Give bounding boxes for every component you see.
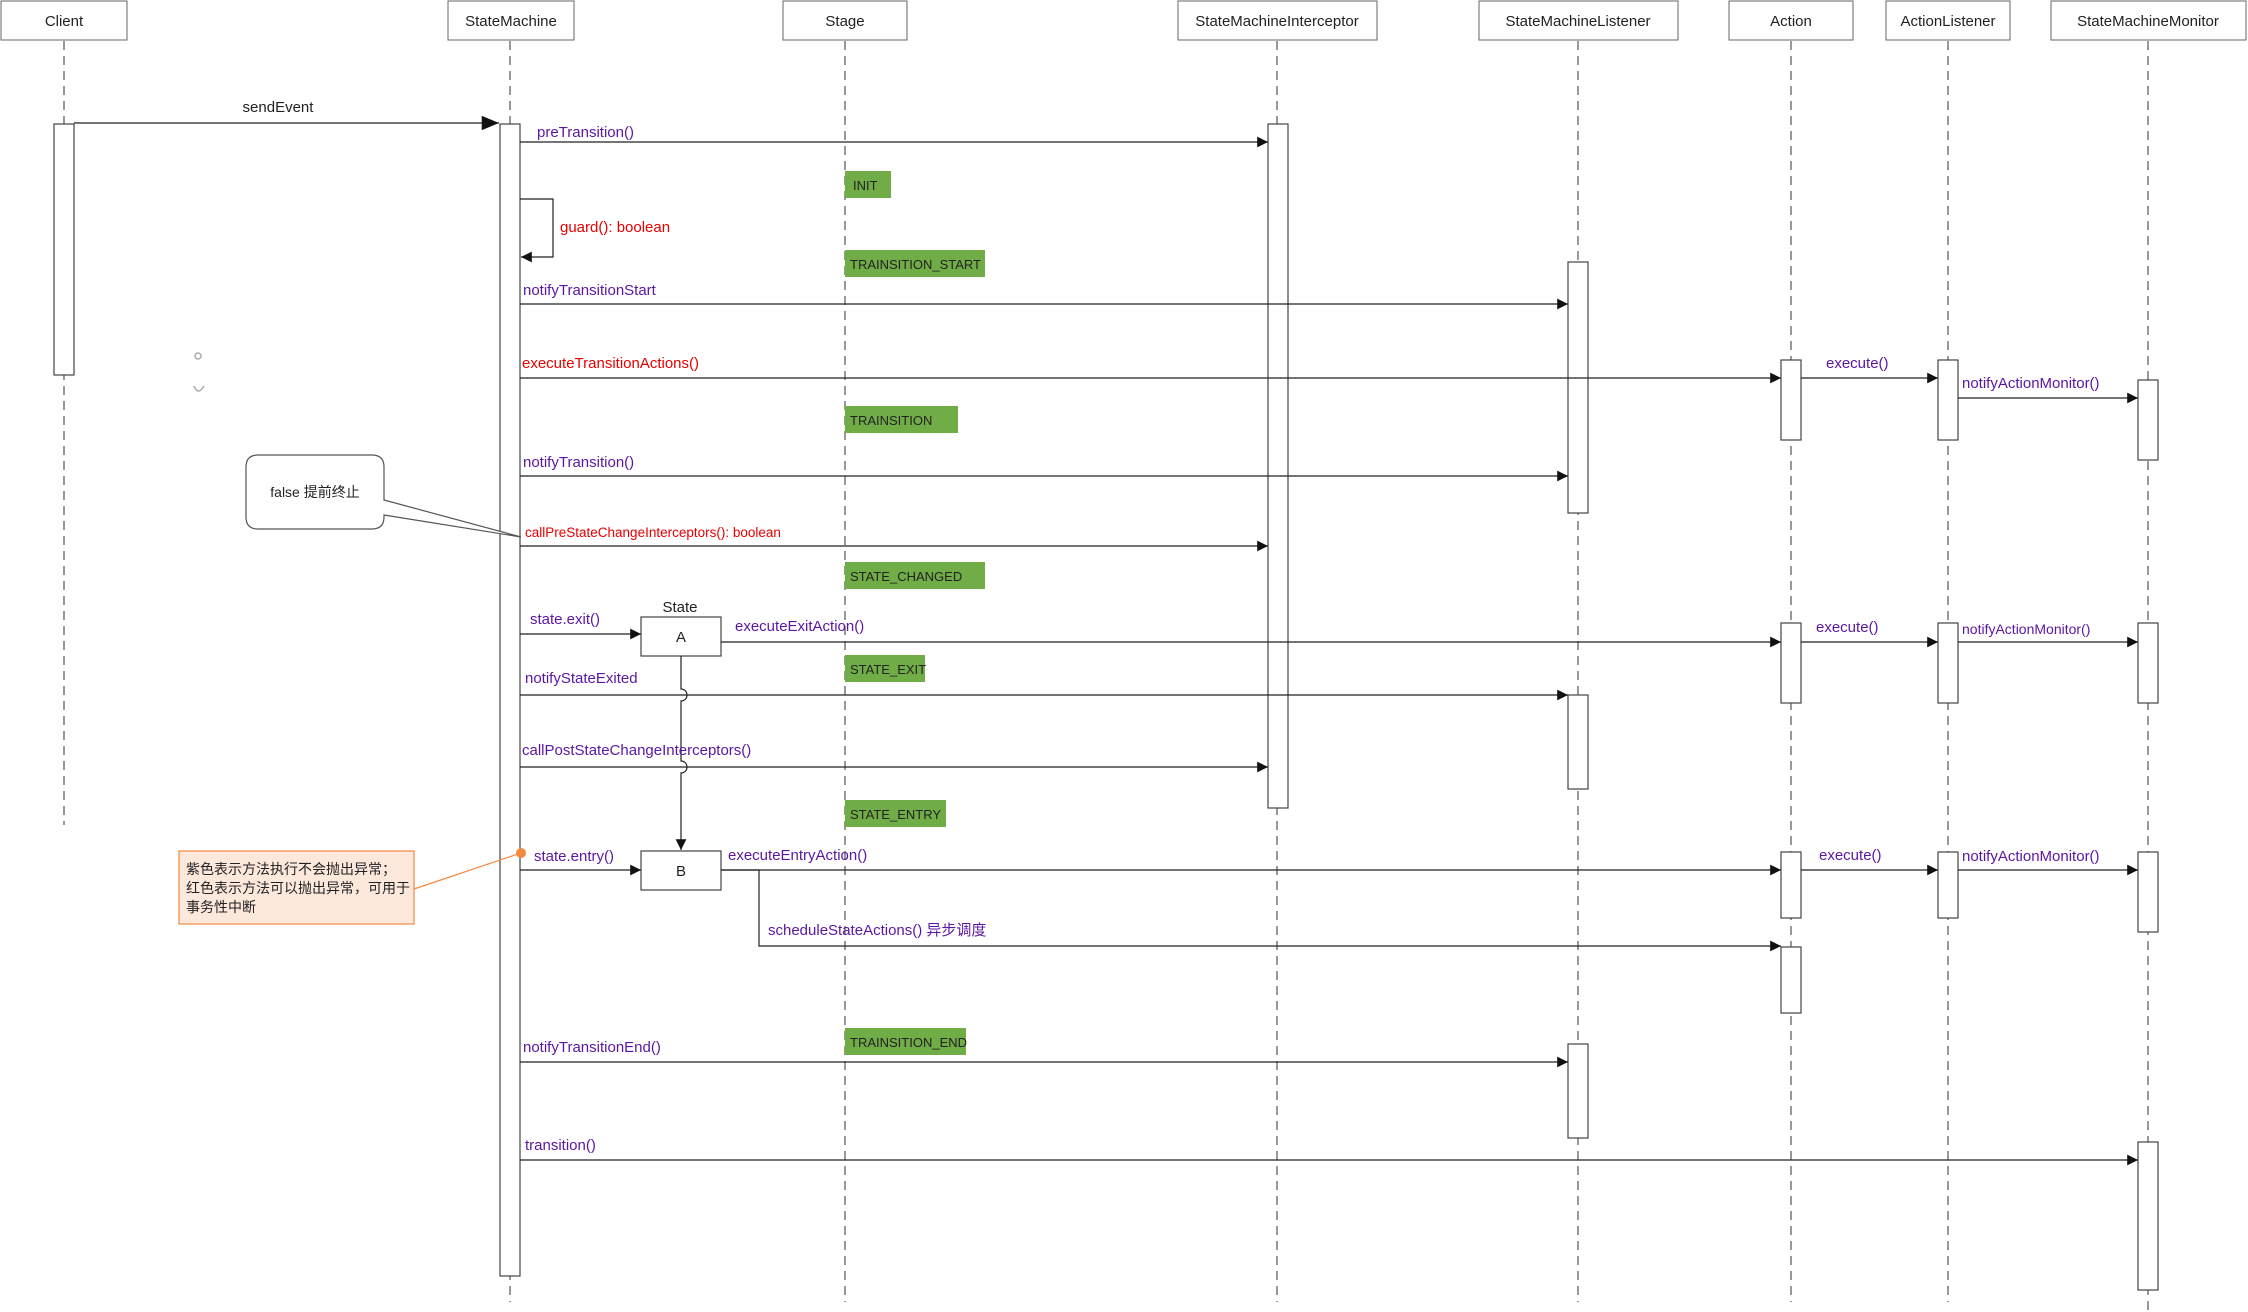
legend-note: 紫色表示方法执行不会抛出异常； 红色表示方法可以抛出异常，可用于 事务性中断 [178,848,526,925]
state-b-label: B [676,863,686,880]
state-b-box [640,850,722,891]
label-transition: transition() [525,1137,596,1154]
message-arrows [74,115,2138,1166]
activation-action-3 [1780,851,1802,919]
state-a-label: A [676,629,686,646]
label-execute-exit-action: executeExitAction() [735,618,864,635]
label-notify-transition-end: notifyTransitionEnd() [523,1039,661,1056]
message-labels: sendEvent preTransition() guard(): boole… [243,99,2100,1154]
activations [53,123,2159,1291]
activation-monitor-3 [2137,851,2159,933]
activation-monitor-4 [2137,1141,2159,1291]
stage-label: TRAINSITION_END [850,1035,967,1050]
legend-anchor-dot [516,848,526,858]
participant-label: StateMachine [465,13,557,30]
activation-listener-3 [1567,1043,1589,1139]
participant-label: Action [1770,13,1812,30]
stage-init: INIT [845,171,891,198]
label-notify-transition-start: notifyTransitionStart [523,282,657,299]
stage-state-entry: STATE_ENTRY [845,800,946,827]
label-execute-transition-actions: executeTransitionActions() [522,355,699,372]
label-notify-action-monitor-2: notifyActionMonitor() [1962,621,2090,637]
state-a-box [640,616,722,657]
participant-listener: StateMachineListener [1478,0,1679,41]
label-schedule-state-actions: scheduleStateActions() 异步调度 [768,922,986,939]
legend-connector [413,852,522,890]
activation-monitor-2 [2137,622,2159,704]
participant-label: Stage [825,13,864,30]
stage-label: INIT [853,178,878,193]
activation-action-4 [1780,946,1802,1014]
label-execute-1: execute() [1826,355,1889,372]
label-guard: guard(): boolean [560,219,670,236]
arrow-schedule-state-actions [721,869,1781,952]
stage-label: STATE_EXIT [850,662,926,677]
callout-false-text: false 提前终止 [270,484,359,500]
stage-label: STATE_CHANGED [850,569,962,584]
stage-transition-end: TRAINSITION_END [845,1028,967,1055]
participant-label: ActionListener [1900,13,1995,30]
stage-transition-start: TRAINSITION_START [845,250,985,277]
state-group-label: State [662,599,697,616]
callout-false-note: false 提前终止 [245,454,522,538]
activation-interceptor [1267,123,1289,809]
activation-listener-1 [1567,261,1589,514]
label-state-exit: state.exit() [530,611,600,628]
activation-action-1 [1780,359,1802,441]
label-execute-entry-action: executeEntryAction() [728,847,867,864]
stage-label: TRAINSITION [850,413,932,428]
legend-line-1: 紫色表示方法执行不会抛出异常； [186,861,396,878]
stage-state-changed: STATE_CHANGED [845,562,985,589]
legend-box [178,850,415,925]
activation-actionlistener-2 [1937,622,1959,704]
participant-client: Client [0,0,128,41]
stray-marks [193,352,205,392]
participant-stage: Stage [782,0,908,41]
state-transition-connector [675,656,688,850]
activation-action-2 [1780,622,1802,704]
participant-label: Client [45,13,84,30]
participant-label: StateMachineMonitor [2077,13,2219,30]
activation-client [53,123,75,376]
state-group: State A B [640,599,722,891]
label-notify-action-monitor-3: notifyActionMonitor() [1962,848,2100,865]
activation-actionlistener-3 [1937,851,1959,919]
label-notify-state-exited: notifyStateExited [525,670,638,687]
lifelines [63,41,2149,1310]
label-notify-transition: notifyTransition() [523,454,634,471]
label-send-event: sendEvent [243,99,315,116]
activation-actionlistener-1 [1937,359,1959,441]
label-execute-3: execute() [1819,847,1882,864]
stage-markers: INIT TRAINSITION_START TRAINSITION STATE… [845,171,985,1055]
activation-statemachine [499,123,521,1277]
participant-interceptor: StateMachineInterceptor [1177,0,1378,41]
activation-listener-2 [1567,694,1589,790]
legend-line-2: 红色表示方法可以抛出异常，可用于 [186,880,410,896]
label-notify-action-monitor-1: notifyActionMonitor() [1962,375,2100,392]
stage-state-exit: STATE_EXIT [845,655,926,682]
label-call-post-state-change: callPostStateChangeInterceptors() [522,742,751,759]
label-execute-2: execute() [1816,619,1879,636]
participant-actionlistener: ActionListener [1885,0,2011,41]
legend-line-3: 事务性中断 [186,899,256,915]
label-state-entry: state.entry() [534,848,614,865]
stage-transition: TRAINSITION [845,406,958,433]
participant-action: Action [1728,0,1854,41]
label-call-pre-state-change: callPreStateChangeInterceptors(): boolea… [525,525,781,540]
stage-label: STATE_ENTRY [850,807,941,822]
participant-label: StateMachineListener [1505,13,1650,30]
activation-monitor-1 [2137,379,2159,461]
participant-monitor: StateMachineMonitor [2050,0,2247,41]
participant-label: StateMachineInterceptor [1195,13,1358,30]
label-pre-transition: preTransition() [537,124,634,141]
arrow-guard-self [520,198,554,263]
stage-label: TRAINSITION_START [850,257,981,272]
participant-statemachine: StateMachine [447,0,575,41]
